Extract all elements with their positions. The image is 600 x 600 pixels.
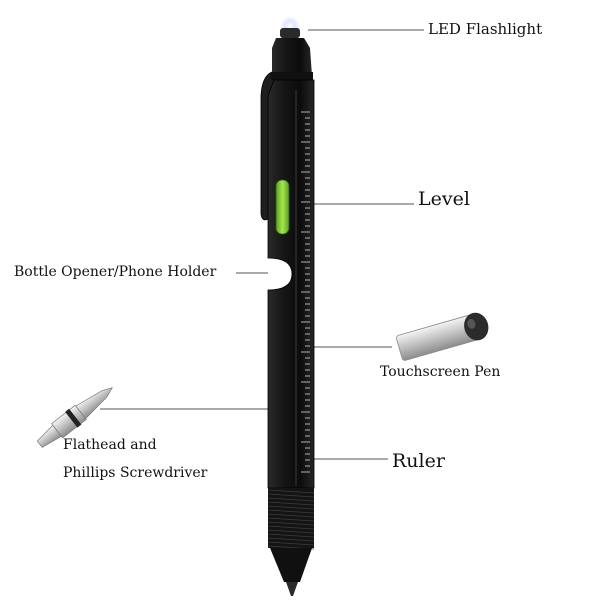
ruler-ticks xyxy=(301,111,310,473)
knurl-line xyxy=(267,521,315,526)
pen-body xyxy=(267,79,315,489)
knurl-line xyxy=(267,541,315,546)
knurl-line xyxy=(267,501,315,506)
level-vial xyxy=(275,179,290,235)
pen-cap xyxy=(272,38,312,76)
pen-tip-point xyxy=(286,582,298,596)
knurl-line xyxy=(267,529,315,534)
label-level: Level xyxy=(418,188,470,210)
knurl-line xyxy=(267,509,315,514)
knurl-line xyxy=(267,517,315,522)
screwdriver-bit xyxy=(36,387,113,448)
knurl-line xyxy=(267,513,315,518)
pen-grip xyxy=(268,488,314,548)
label-led-flashlight: LED Flashlight xyxy=(428,20,543,38)
label-bottle-opener: Bottle Opener/Phone Holder xyxy=(14,264,217,280)
knurl-line xyxy=(267,505,315,510)
knurl-line xyxy=(267,497,315,502)
stylus-pen xyxy=(396,312,489,361)
knurl-line xyxy=(267,489,315,494)
label-phillips-screwdriver: Phillips Screwdriver xyxy=(63,465,208,481)
label-touchscreen-pen: Touchscreen Pen xyxy=(380,364,501,380)
led-bulb-housing xyxy=(280,28,300,38)
knurl-line xyxy=(267,493,315,498)
pen-tip-cone xyxy=(270,548,312,582)
label-ruler: Ruler xyxy=(392,450,445,472)
knurl-line xyxy=(267,533,315,538)
grip-knurling xyxy=(267,489,315,550)
knurl-line xyxy=(267,537,315,542)
knurl-line xyxy=(267,525,315,530)
cap-ring xyxy=(271,72,313,80)
label-flathead: Flathead and xyxy=(63,437,157,453)
leader-lines xyxy=(100,29,424,460)
